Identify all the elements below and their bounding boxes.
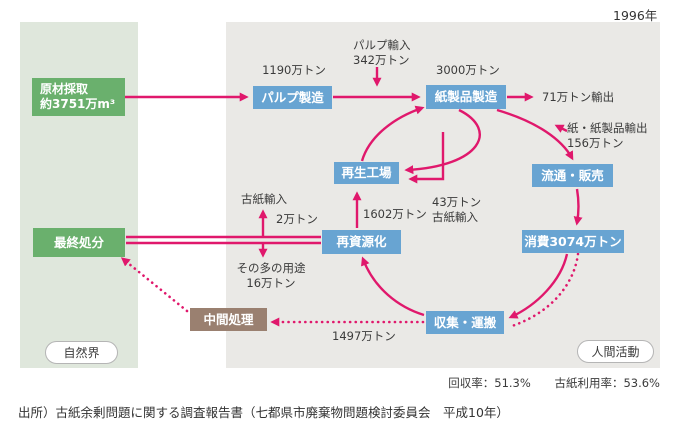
- natural-world-panel: [20, 22, 138, 368]
- label-waste-import-right-line1: 43万トン: [432, 195, 482, 209]
- node-recycle-plant: 再生工場: [334, 162, 399, 184]
- node-re-resource: 再資源化: [322, 230, 401, 254]
- label-to-intermediate: 1497万トン: [332, 329, 396, 343]
- label-paper-export: 71万トン輸出: [542, 90, 615, 104]
- pill-human-activity: 人間活動: [577, 340, 654, 363]
- node-final-disposal: 最終処分: [33, 228, 125, 257]
- label-waste-import-left-amount: 2万トン: [276, 212, 318, 226]
- year-label: 1996年: [613, 8, 658, 23]
- rates-row: 回収率：51.3% 古紙利用率：53.6%: [0, 375, 660, 391]
- label-pulp-import-line1: パルプ輸入: [353, 38, 411, 52]
- label-pulp-import-line2: 342万トン: [353, 52, 410, 67]
- node-pulp-manufacturing: パルプ製造: [253, 86, 332, 109]
- node-consumption: 消費3074万トン: [522, 230, 624, 253]
- label-product-export: 紙・紙製品輸出 156万トン: [567, 121, 648, 151]
- node-raw-material-line2: 約3751万m³: [40, 97, 116, 111]
- utilization-rate: 古紙利用率：53.6%: [554, 376, 660, 390]
- label-other-use-line2: 16万トン: [246, 275, 296, 290]
- label-paper-amount: 3000万トン: [436, 63, 500, 77]
- node-collection-transport: 収集・運搬: [426, 311, 504, 334]
- label-pulp-amount: 1190万トン: [262, 63, 326, 77]
- node-raw-material: 原材採取 約3751万m³: [32, 78, 125, 116]
- node-intermediate-processing: 中間処理: [190, 308, 267, 331]
- source-citation: 出所）古紙余剰問題に関する調査報告書（七都県市廃棄物問題検討委員会 平成10年）: [18, 405, 509, 420]
- node-paper-manufacturing: 紙製品製造: [426, 85, 506, 109]
- label-waste-import-left: 古紙輸入: [241, 192, 287, 206]
- label-waste-import-right-line2: 古紙輸入: [432, 209, 478, 224]
- label-pulp-import: パルプ輸入 342万トン: [353, 38, 411, 68]
- label-to-recycle-plant: 1602万トン: [363, 207, 427, 221]
- label-other-use-line1: その多の用途: [236, 261, 306, 275]
- label-waste-import-right: 43万トン 古紙輸入: [432, 195, 481, 225]
- pill-natural-world: 自然界: [45, 341, 118, 364]
- label-product-export-line1: 紙・紙製品輸出: [567, 121, 648, 135]
- node-raw-material-line1: 原材採取: [40, 82, 89, 96]
- human-activity-panel: [226, 22, 660, 368]
- node-distribution: 流通・販売: [532, 164, 613, 187]
- label-product-export-line2: 156万トン: [567, 135, 624, 150]
- recovery-rate: 回収率：51.3%: [448, 376, 531, 390]
- label-other-use: その多の用途 16万トン: [230, 261, 312, 291]
